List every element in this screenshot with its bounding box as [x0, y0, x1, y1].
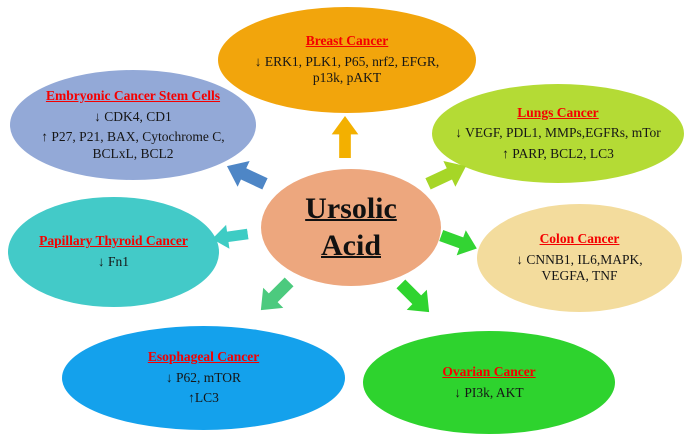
node-text-line: ↓ CDK4, CD1 — [94, 108, 172, 124]
node-breast-cancer: Breast Cancer ↓ ERK1, PLK1, P65, nrf2, E… — [218, 7, 476, 113]
block-arrow-shape — [226, 161, 268, 190]
center-title-line: Ursolic — [305, 191, 397, 225]
node-text-line: ↓ PI3k, AKT — [454, 384, 524, 400]
node-esophageal-cancer: Esophageal Cancer ↓ P62, mTOR ↑LC3 — [62, 326, 345, 430]
arrow-to-lungs-cancer — [421, 152, 473, 199]
center-node-ursolic-acid: Ursolic Acid — [261, 169, 441, 286]
node-title: Breast Cancer — [305, 33, 389, 49]
node-text-line: p13k, pAKT — [312, 70, 382, 86]
block-arrow-shape — [425, 161, 467, 190]
node-colon-cancer: Colon Cancer ↓ CNNB1, IL6,MAPK, VEGFA, T… — [477, 204, 682, 312]
node-text-line: VEGFA, TNF — [541, 268, 618, 284]
node-text-line: ↓ ERK1, PLK1, P65, nrf2, EFGR, — [254, 53, 440, 69]
node-text-line: ↑LC3 — [188, 390, 219, 406]
node-title: Ovarian Cancer — [442, 363, 536, 379]
center-title-line: Acid — [321, 228, 381, 262]
node-title: Lungs Cancer — [517, 104, 599, 120]
node-text-line: ↑ PARP, BCL2, LC3 — [502, 145, 614, 161]
block-arrow-shape — [396, 279, 430, 313]
arrow-to-embryonic-cancer-stem-cells — [220, 152, 272, 199]
node-text-line: ↓ Fn1 — [97, 254, 130, 270]
node-text-line: BCLxL, BCL2 — [92, 145, 174, 161]
node-title: Colon Cancer — [539, 231, 620, 247]
node-papillary-thyroid-cancer: Papillary Thyroid Cancer ↓ Fn1 — [8, 197, 219, 307]
node-ovarian-cancer: Ovarian Cancer ↓ PI3k, AKT — [363, 331, 615, 434]
block-arrow-shape — [331, 116, 359, 158]
arrow-to-papillary-thyroid-cancer — [210, 221, 249, 253]
block-arrow-shape — [260, 277, 294, 311]
block-arrow-shape — [212, 224, 249, 249]
node-text-line: ↑ P27, P21, BAX, Cytochrome C, — [41, 129, 225, 145]
node-text-line: ↓ VEGF, PDL1, MMPs,EGFRs, mTor — [455, 125, 661, 141]
node-embryonic-cancer-stem-cells: Embryonic Cancer Stem Cells ↓ CDK4, CD1 … — [10, 70, 256, 180]
arrow-to-colon-cancer — [436, 221, 482, 262]
block-arrow-shape — [439, 230, 477, 256]
node-title: Papillary Thyroid Cancer — [39, 233, 188, 249]
node-title: Embryonic Cancer Stem Cells — [45, 87, 221, 103]
arrow-to-ovarian-cancer — [390, 273, 441, 324]
arrow-to-esophageal-cancer — [250, 271, 301, 322]
arrow-to-breast-cancer — [330, 116, 360, 158]
node-title: Esophageal Cancer — [147, 349, 260, 365]
node-lungs-cancer: Lungs Cancer ↓ VEGF, PDL1, MMPs,EGFRs, m… — [432, 84, 684, 183]
node-text-line: ↓ P62, mTOR — [165, 369, 242, 385]
node-text-line: ↓ CNNB1, IL6,MAPK, — [516, 251, 643, 267]
